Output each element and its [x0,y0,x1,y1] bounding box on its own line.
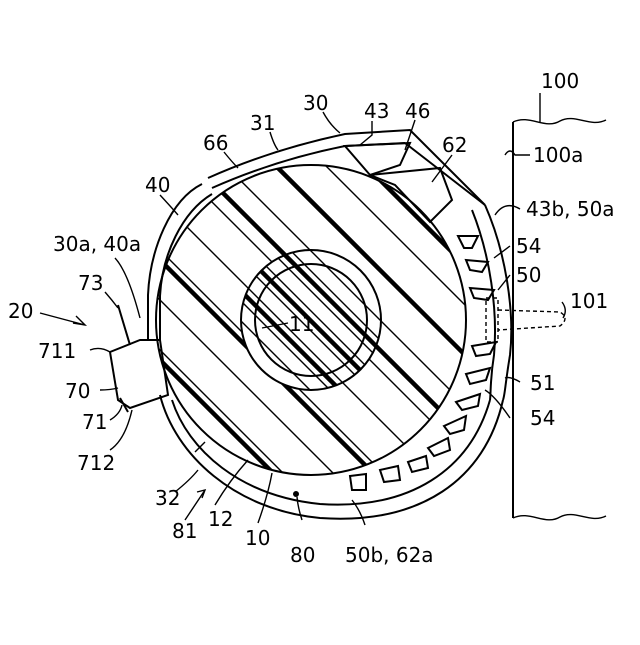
label-43: 43 [364,99,389,123]
label-51: 51 [530,371,555,395]
label-50: 50 [516,263,541,287]
label-11: 11 [289,312,314,336]
label-50b-62a: 50b, 62a [345,543,434,567]
tab-101 [486,298,565,342]
wall-100 [513,119,606,520]
label-73: 73 [78,271,103,295]
label-70: 70 [65,379,90,403]
label-30a-40a: 30a, 40a [53,232,141,256]
label-100a: 100a [533,143,583,167]
label-66: 66 [203,131,228,155]
label-81: 81 [172,519,197,543]
label-711: 711 [38,339,76,363]
label-62: 62 [442,133,467,157]
label-20: 20 [8,299,33,323]
label-30: 30 [303,91,328,115]
label-31: 31 [250,111,275,135]
label-71: 71 [82,410,107,434]
label-43b-50a: 43b, 50a [526,197,615,221]
label-712: 712 [77,451,115,475]
labels: 100 100a 30 43 46 31 66 62 40 43b, 50a 3… [8,69,615,567]
label-101: 101 [570,289,608,313]
label-46: 46 [405,99,430,123]
label-40: 40 [145,173,170,197]
label-54-bottom: 54 [530,406,555,430]
point-80 [293,491,299,497]
label-32: 32 [155,486,180,510]
label-100: 100 [541,69,579,93]
label-12: 12 [208,507,233,531]
label-80: 80 [290,543,315,567]
label-54-top: 54 [516,234,541,258]
label-10: 10 [245,526,270,550]
